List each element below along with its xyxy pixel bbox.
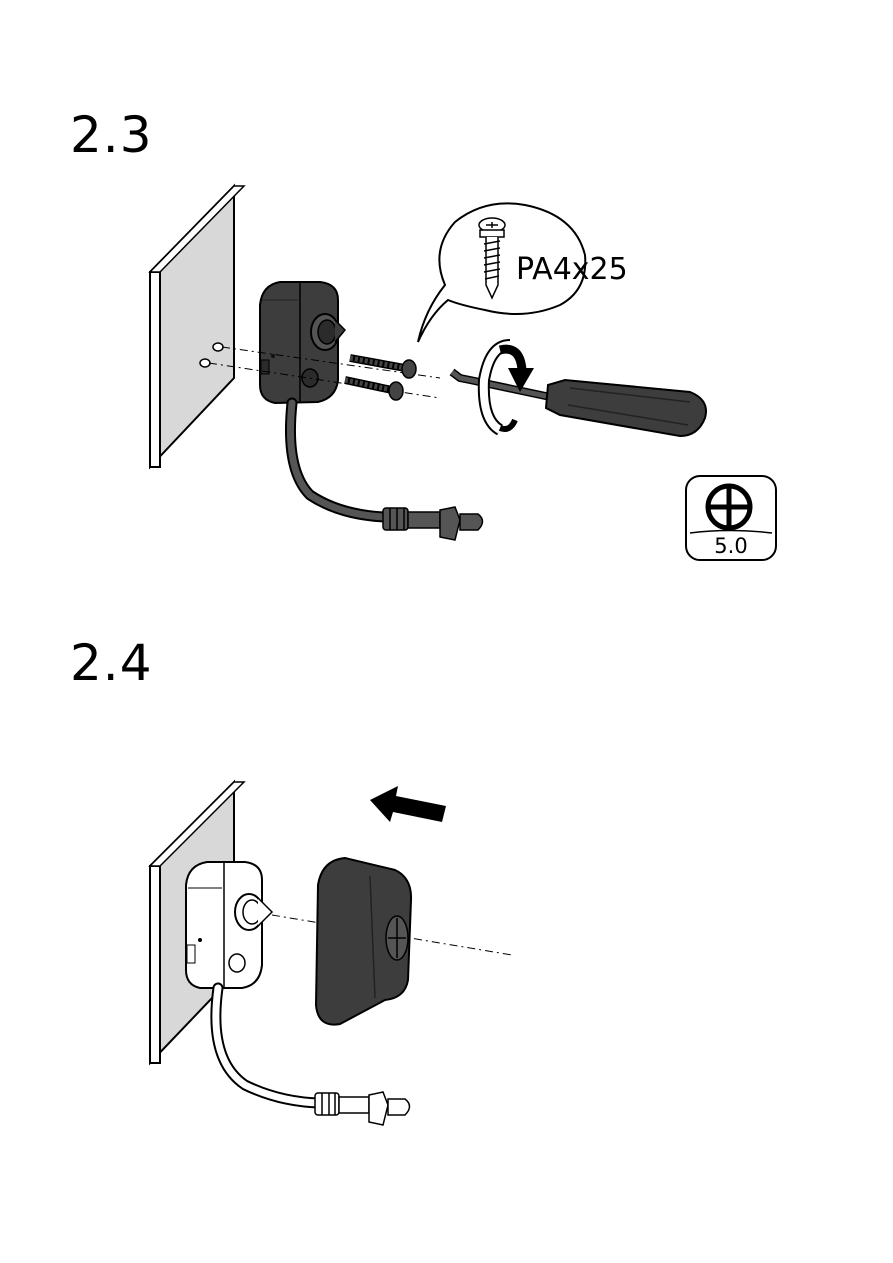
wall-panel	[150, 186, 244, 467]
sensor-housing	[260, 282, 345, 403]
screw-size-label: PA4x25	[516, 252, 628, 287]
step-2-4-figure	[150, 782, 512, 1125]
sensor-housing	[186, 862, 272, 988]
bit-size-label: 5.0	[714, 534, 747, 558]
screw-icon	[345, 358, 416, 400]
step-2-3-figure	[150, 186, 706, 540]
sensor-cable	[216, 988, 410, 1125]
sensor-cable	[290, 403, 482, 540]
push-arrow-icon	[370, 786, 446, 822]
sensor-cover	[316, 858, 411, 1025]
